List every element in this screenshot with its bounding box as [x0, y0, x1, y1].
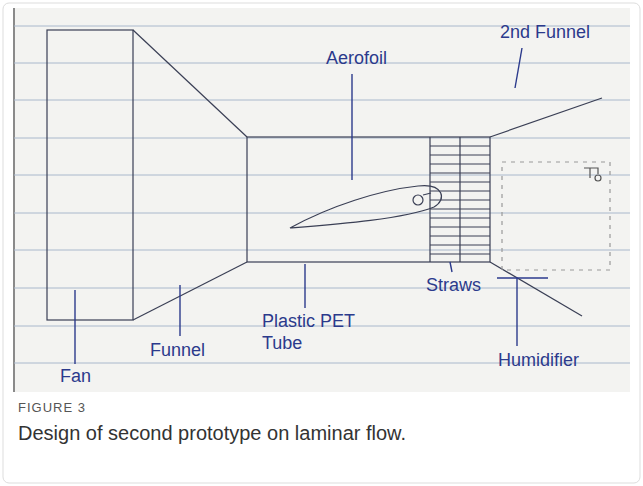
- figure-caption: Design of second prototype on laminar fl…: [18, 422, 618, 445]
- part-label: Straws: [426, 275, 481, 297]
- leader-lines: [75, 48, 548, 364]
- part-label: Plastic PET Tube: [262, 311, 374, 354]
- part-label: Aerofoil: [326, 48, 387, 70]
- figure-number: FIGURE 3: [18, 400, 86, 416]
- part-label: Humidifier: [498, 350, 579, 372]
- ruled-lines: [14, 26, 630, 363]
- paper-edge: [13, 8, 15, 392]
- figure-panel: [3, 3, 640, 483]
- notebook-paper: [14, 8, 630, 392]
- pencil-sketch: [47, 30, 610, 320]
- part-label: Funnel: [150, 340, 205, 362]
- part-label: 2nd Funnel: [500, 22, 590, 44]
- part-label: Fan: [60, 366, 91, 388]
